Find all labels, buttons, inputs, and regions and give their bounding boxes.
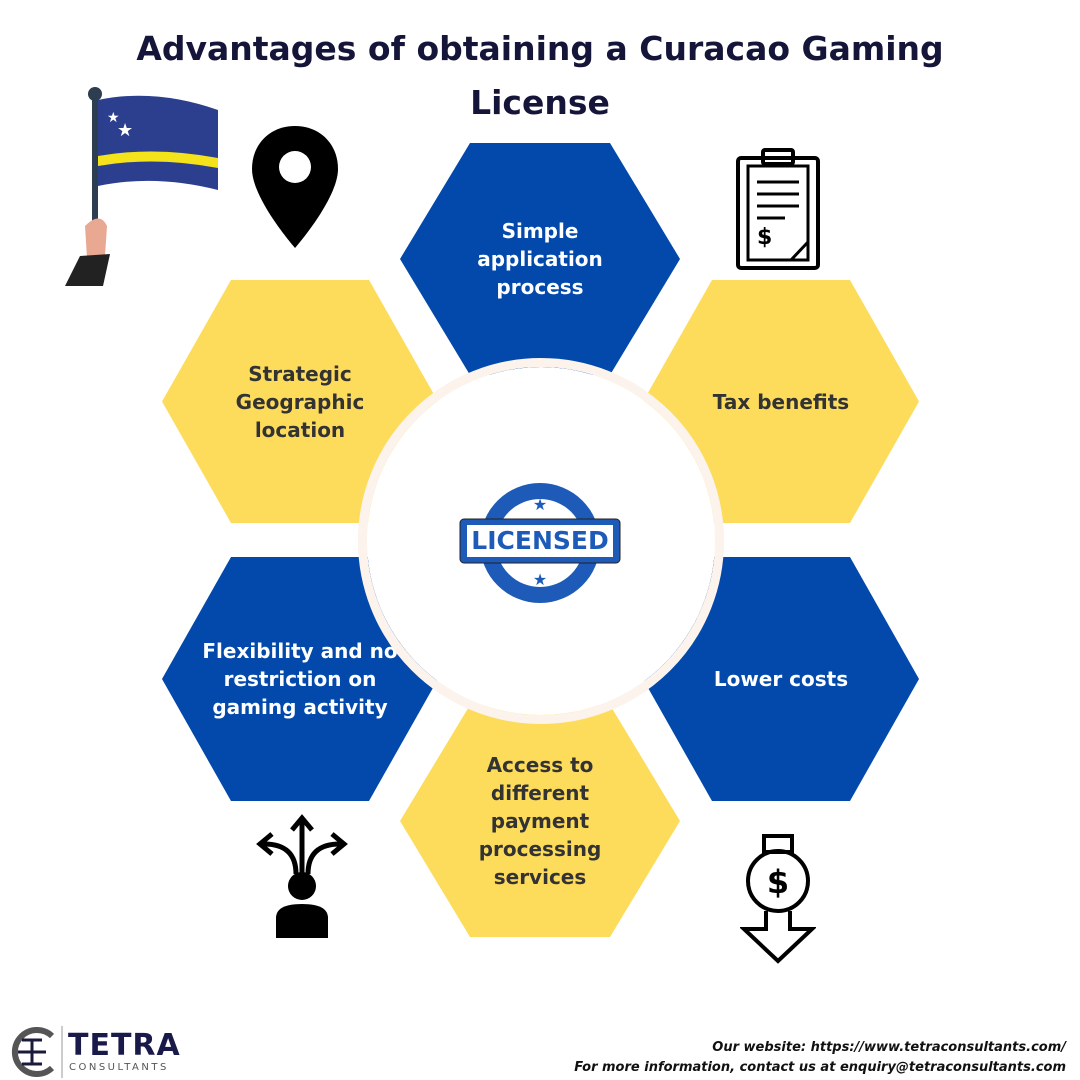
hex-strategic-location: Strategic Geographic location [162,280,438,523]
svg-text:$: $ [767,863,789,901]
page-title: Advantages of obtaining a Curacao Gaming… [136,29,944,122]
hex-label: Access to different payment processing s… [478,753,602,889]
svg-text:$: $ [757,225,772,250]
licensed-badge: ★ ★ LICENSED [455,475,625,610]
svg-text:★: ★ [533,570,547,589]
svg-text:★: ★ [117,120,133,141]
badge-text: LICENSED [471,526,609,555]
hex-tax-benefits: Tax benefits [643,280,919,523]
location-pin-icon [250,124,340,254]
hex-label: Simple application process [477,219,603,299]
curacao-flag-icon: ★ ★ [55,86,225,292]
svg-text:★: ★ [107,110,120,126]
logo-subtitle: CONSULTANTS [69,1062,169,1073]
hex-label: Flexibility and no restriction on gaming… [202,639,398,719]
logo-name: TETRA [68,1028,181,1063]
hex-simple-application: Simple application process [400,143,680,375]
hex-label: Lower costs [713,667,849,691]
dollar-down-arrow-icon: $ [738,833,818,969]
clipboard-invoice-icon: $ [735,146,821,276]
footer-website: Our website: https://www.tetraconsultant… [712,1040,1066,1055]
hex-label: Tax benefits [712,389,850,414]
hex-label: Strategic Geographic location [235,361,365,442]
tetra-consultants-logo: TETRA CONSULTANTS [4,1026,184,1078]
person-choices-icon [256,814,348,944]
center-circle-border [358,358,724,724]
footer-contact: For more information, contact us at enqu… [574,1060,1066,1075]
hex-payment-processing: Access to different payment processing s… [400,705,680,937]
svg-text:★: ★ [533,495,547,514]
